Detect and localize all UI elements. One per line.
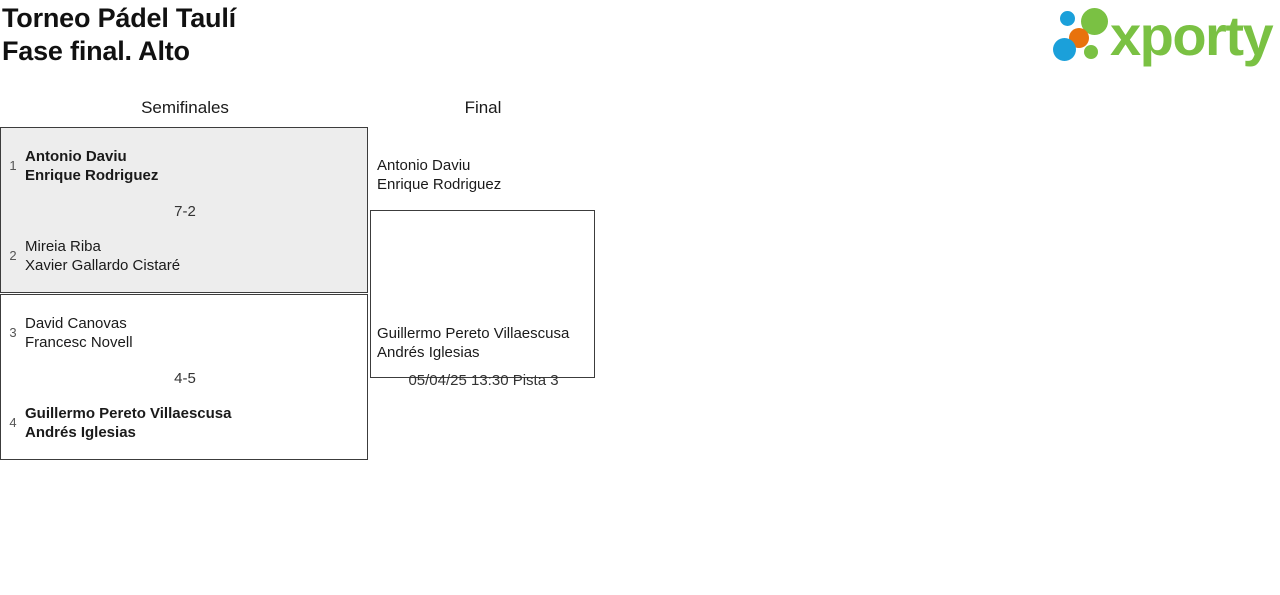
logo-dot-blue-large-icon — [1053, 38, 1076, 61]
match-box-semifinal-2[interactable]: 3 David Canovas Francesc Novell 4-5 4 Gu… — [0, 294, 368, 460]
player-name-1: David Canovas — [25, 315, 127, 332]
player-name-2: Francesc Novell — [25, 334, 133, 351]
round-column-semifinals: 1 Antonio Daviu Enrique Rodriguez 7-2 2 … — [0, 127, 370, 462]
player-name-2: Xavier Gallardo Cistaré — [25, 257, 181, 274]
player-name-2: Andrés Iglesias — [377, 344, 480, 361]
round-header-final: Final — [464, 98, 502, 117]
player-name-2: Enrique Rodriguez — [25, 167, 159, 184]
seed-number: 4 — [9, 415, 17, 430]
match-participant-top[interactable]: 3 David Canovas Francesc Novell — [1, 307, 369, 359]
player-name-1: Guillermo Pereto Villaescusa — [25, 405, 232, 422]
match-participant-bottom[interactable]: 2 Mireia Riba Xavier Gallardo Cistaré — [1, 230, 369, 282]
team-names: Mireia Riba Xavier Gallardo Cistaré — [25, 237, 369, 275]
team-names: David Canovas Francesc Novell — [25, 314, 369, 352]
logo-dot-green-small-icon — [1084, 45, 1098, 59]
page-title: Torneo Pádel Taulí Fase final. Alto — [0, 0, 236, 68]
match-box-final[interactable]: 05/04/25 13:30 Pista 3 — [370, 210, 595, 389]
player-name-1: Antonio Daviu — [377, 157, 471, 174]
seed-number: 1 — [9, 158, 17, 173]
logo-dots-icon — [1052, 7, 1114, 65]
tournament-name: Torneo Pádel Taulí — [2, 3, 236, 33]
match-box-semifinal-1[interactable]: 1 Antonio Daviu Enrique Rodriguez 7-2 2 … — [0, 127, 368, 293]
xporty-logo[interactable]: xporty — [1052, 4, 1274, 67]
logo-dot-blue-small-icon — [1060, 11, 1075, 26]
team-names: Antonio Daviu Enrique Rodriguez — [25, 147, 369, 185]
player-name-2: Andrés Iglesias — [25, 424, 136, 441]
match-schedule: 05/04/25 13:30 Pista 3 — [408, 372, 559, 389]
player-name-1: Guillermo Pereto Villaescusa — [377, 325, 570, 342]
match-score: 4-5 — [174, 370, 196, 387]
team-names: Guillermo Pereto Villaescusa Andrés Igle… — [25, 404, 369, 442]
final-participant-top[interactable]: Antonio Daviu Enrique Rodriguez — [377, 156, 617, 194]
match-participant-top[interactable]: 1 Antonio Daviu Enrique Rodriguez — [1, 140, 369, 192]
player-name-1: Mireia Riba — [25, 238, 101, 255]
player-name-1: Antonio Daviu — [25, 148, 127, 165]
player-name-2: Enrique Rodriguez — [377, 176, 502, 193]
match-participant-bottom[interactable]: 4 Guillermo Pereto Villaescusa Andrés Ig… — [1, 397, 369, 449]
round-header-semifinals: Semifinales — [141, 98, 229, 117]
seed-number: 2 — [9, 248, 17, 263]
tournament-phase: Fase final. Alto — [2, 36, 190, 66]
final-participant-bottom[interactable]: Guillermo Pereto Villaescusa Andrés Igle… — [377, 324, 617, 362]
seed-number: 3 — [9, 325, 17, 340]
round-column-final: Antonio Daviu Enrique Rodriguez 05/04/25… — [370, 127, 596, 462]
page-header: Torneo Pádel Taulí Fase final. Alto xpor… — [0, 0, 1280, 85]
tournament-bracket: Semifinales Final 1 Antonio Daviu Enriqu… — [0, 85, 1280, 595]
match-score: 7-2 — [174, 203, 196, 220]
logo-wordmark: xporty — [1110, 4, 1274, 67]
